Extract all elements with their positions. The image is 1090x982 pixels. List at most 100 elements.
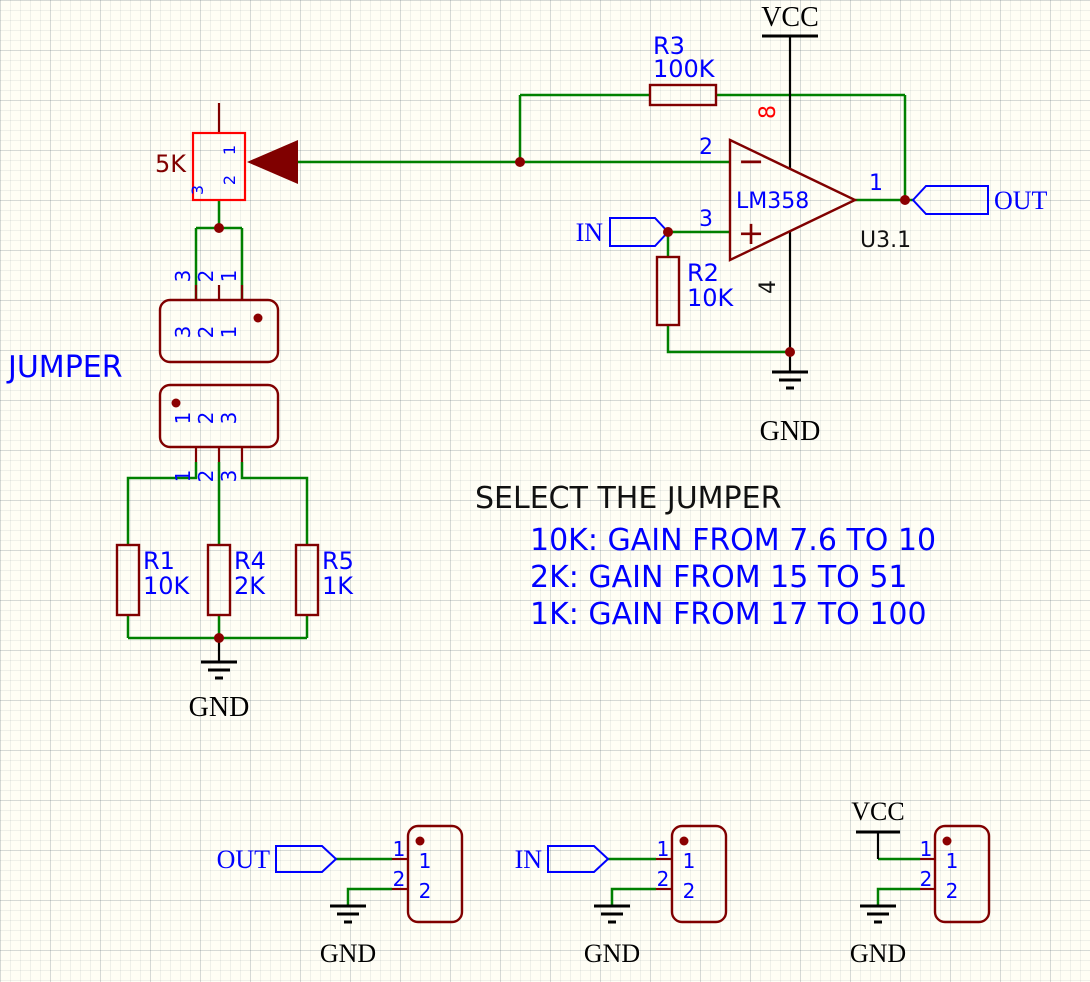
net-port-out-bottom[interactable]: OUT	[217, 845, 338, 874]
opamp-triangle	[728, 138, 858, 262]
gnd-flag-out[interactable]: GND	[320, 904, 376, 968]
opamp-part-label: LM358	[736, 189, 809, 214]
pin1-marker-dot	[415, 836, 425, 846]
wire-header-to-r5[interactable]	[240, 462, 309, 545]
wire-header-to-r1[interactable]	[126, 462, 198, 545]
junction-dot	[900, 195, 910, 205]
pad-name: 2	[194, 412, 218, 425]
pin1-marker-dot	[942, 836, 952, 846]
pad-name: 1	[683, 849, 696, 873]
connector-body	[406, 824, 464, 924]
net-port-in-bottom[interactable]: IN	[515, 845, 610, 874]
notes-line-2k: 2K: GAIN FROM 15 TO 51	[530, 560, 908, 595]
jumper-header-bottom[interactable]: 1 2 3 1 2 3	[158, 383, 280, 483]
out-port-label: OUT	[217, 845, 271, 874]
wire-r2-to-gnd[interactable]	[666, 325, 790, 354]
r3-body	[648, 83, 718, 107]
pot-pin3: 3	[188, 185, 207, 195]
pin-number: 3	[217, 470, 241, 483]
r2-body	[655, 255, 681, 327]
net-port-out-top[interactable]: OUT	[911, 185, 1048, 215]
out-port-label: OUT	[994, 186, 1048, 215]
pin1-marker-dot	[679, 836, 689, 846]
pin-number: 1	[171, 470, 195, 483]
junction-dot	[785, 347, 795, 357]
out-port-flag	[911, 185, 989, 215]
r5-body	[294, 543, 320, 617]
pad-name: 1	[419, 849, 432, 873]
resistor-r3[interactable]: R3 100K	[648, 32, 718, 107]
net-port-in-top[interactable]: IN	[576, 217, 670, 247]
resistor-r4[interactable]: R4 2K	[206, 543, 266, 617]
pot-body	[191, 131, 247, 202]
notes-block[interactable]: SELECT THE JUMPER 10K: GAIN FROM 7.6 TO …	[475, 481, 936, 632]
gnd-flag-opamp[interactable]: GND	[760, 352, 821, 447]
r2-ref: R2	[687, 259, 719, 287]
out-port-flag	[275, 845, 338, 873]
vcc-label: VCC	[761, 2, 819, 33]
pad-name: 3	[217, 412, 241, 425]
pin-number: 1	[657, 837, 670, 861]
pad-name: 2	[946, 879, 959, 903]
pot-pin2: 2	[220, 175, 239, 185]
r3-value: 100K	[653, 55, 716, 83]
gnd-label: GND	[760, 416, 821, 447]
wire-conn-vcc-gnd[interactable]	[876, 887, 920, 906]
pin-number: 1	[217, 270, 241, 283]
opamp-plus-symbol: +	[738, 214, 765, 252]
pin3-number: 3	[699, 207, 713, 232]
gnd-flag-resistors[interactable]: GND	[189, 638, 250, 723]
pad-name: 3	[171, 326, 195, 339]
resistor-r5[interactable]: R5 1K	[294, 543, 354, 617]
vcc-label: VCC	[851, 797, 904, 826]
r1-body	[115, 543, 141, 617]
r1-ref: R1	[143, 547, 175, 575]
pot-wiper-arrow	[247, 140, 298, 184]
pad-name: 2	[683, 879, 696, 903]
pin-number: 2	[393, 867, 406, 891]
header-body	[158, 298, 280, 364]
pin2-number: 2	[699, 135, 713, 160]
r4-value: 2K	[234, 572, 266, 600]
pot-value: 5K	[155, 150, 187, 178]
r4-ref: R4	[234, 547, 266, 575]
potentiometer-5k[interactable]: 5K 1 2 3	[155, 103, 298, 202]
notes-line-10k: 10K: GAIN FROM 7.6 TO 10	[530, 523, 936, 558]
r5-ref: R5	[322, 547, 354, 575]
connector-out[interactable]: 1 2 1 2	[392, 824, 464, 924]
in-port-flag	[547, 845, 610, 873]
resistor-r1[interactable]: R1 10K	[115, 543, 191, 617]
junction-dot	[515, 157, 525, 167]
vcc-flag-bottom[interactable]: VCC	[851, 797, 905, 859]
in-port-flag	[609, 217, 670, 247]
pin1-number: 1	[869, 171, 883, 196]
pin-number: 1	[920, 837, 933, 861]
resistor-r2[interactable]: R2 10K	[655, 255, 735, 327]
connector-vcc[interactable]: 1 2 1 2	[920, 824, 991, 924]
pot-pin1: 1	[220, 145, 239, 155]
pin4-number: 4	[756, 280, 781, 294]
junction-dot	[214, 633, 224, 643]
gnd-label: GND	[584, 939, 640, 968]
opamp-u3[interactable]: − + LM358 U3.1 2 3 1 8 4	[699, 105, 911, 294]
pad-name: 1	[946, 849, 959, 873]
connector-in[interactable]: 1 2 1 2	[656, 824, 728, 924]
pin8-number: 8	[756, 105, 781, 119]
gnd-flag-vcc-conn[interactable]: GND	[850, 904, 906, 968]
gnd-label: GND	[320, 939, 376, 968]
connector-body	[933, 824, 991, 924]
jumper-header-top[interactable]: 3 2 1 3 2 1	[158, 270, 280, 364]
pin1-marker-dot	[171, 398, 181, 408]
pad-name: 1	[171, 412, 195, 425]
vcc-flag-top[interactable]: VCC	[761, 2, 819, 169]
in-port-label: IN	[576, 218, 604, 247]
wire-conn-out-gnd[interactable]	[346, 887, 392, 906]
gnd-label: GND	[850, 939, 906, 968]
junction-dot	[663, 227, 673, 237]
pad-name: 2	[419, 879, 432, 903]
notes-title: SELECT THE JUMPER	[475, 481, 781, 516]
wire-conn-in-gnd[interactable]	[610, 887, 656, 906]
wires	[126, 93, 920, 906]
gnd-flag-in[interactable]: GND	[584, 904, 640, 968]
pad-name: 1	[217, 326, 241, 339]
